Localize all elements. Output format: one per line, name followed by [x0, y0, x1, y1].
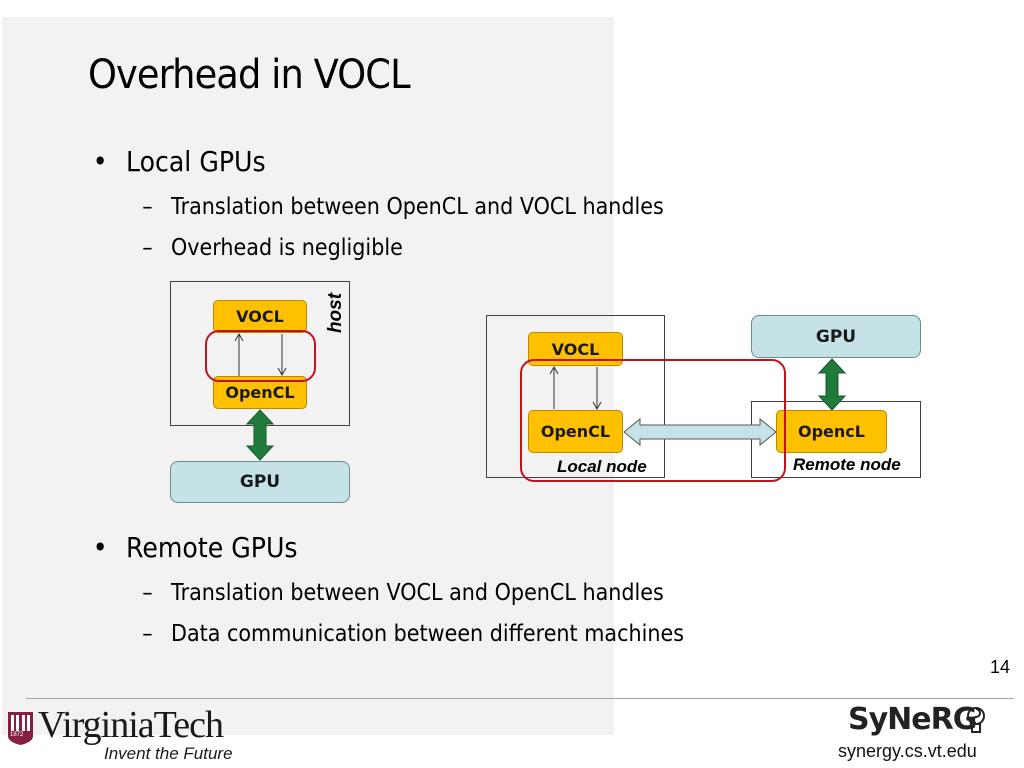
remote-local-opencl-box: OpenCL: [528, 410, 623, 453]
bullet-dot: •: [92, 531, 108, 564]
sub-bullet: – Overhead is negligible: [142, 235, 403, 261]
vt-shield-icon: 1872: [8, 712, 33, 745]
vt-logo-wordmark: VirginiaTech: [38, 704, 224, 746]
bullet-remote-gpus: • Remote GPUs: [93, 531, 298, 564]
local-up-arrow: [234, 332, 244, 376]
network-double-arrow: [623, 417, 777, 447]
bullet-dot: •: [92, 145, 108, 178]
sub-bullet: – Translation between VOCL and OpenCL ha…: [142, 580, 664, 606]
sub-bullet: – Data communication between different m…: [142, 621, 684, 647]
vt-tagline: Invent the Future: [104, 744, 233, 763]
bullet-label: Local GPUs: [126, 145, 266, 178]
sub-bullet-text: Translation between VOCL and OpenCL hand…: [171, 580, 664, 606]
remote-down-arrow: [592, 367, 602, 411]
bullet-local-gpus: • Local GPUs: [93, 145, 266, 178]
local-down-arrow: [277, 334, 287, 377]
local-green-double-arrow: [245, 409, 275, 461]
local-gpu-box: GPU: [170, 461, 350, 503]
sub-bullet-text: Data communication between different mac…: [171, 621, 684, 647]
slide-title: Overhead in VOCL: [88, 52, 411, 98]
lightbulb-icon: [966, 706, 986, 736]
local-node-label: Local node: [557, 457, 647, 476]
dash-glyph: –: [142, 621, 153, 647]
synerg-url: synergy.cs.vt.edu: [838, 741, 977, 761]
local-highlight-outline: [205, 330, 316, 382]
remote-up-arrow: [549, 365, 559, 409]
remote-node-label: Remote node: [793, 455, 901, 474]
dash-glyph: –: [142, 580, 153, 606]
sub-bullet-text: Translation between OpenCL and VOCL hand…: [171, 194, 664, 220]
page-number: 14: [990, 657, 1011, 677]
remote-green-double-arrow: [817, 358, 847, 411]
synerg-logo: SyNeRG: [848, 702, 977, 737]
remote-opencl-box: OpencL: [776, 410, 887, 453]
footer-divider: [26, 698, 1014, 699]
dash-glyph: –: [142, 194, 153, 220]
vt-shield-year: 1872: [10, 732, 24, 738]
remote-highlight-outline: [520, 359, 786, 482]
sub-bullet-text: Overhead is negligible: [171, 235, 403, 261]
remote-gpu-box: GPU: [751, 315, 921, 358]
dash-glyph: –: [142, 235, 153, 261]
bullet-label: Remote GPUs: [126, 531, 298, 564]
local-vocl-box: VOCL: [213, 300, 307, 333]
local-node-frame: [486, 315, 665, 478]
sub-bullet: – Translation between OpenCL and VOCL ha…: [142, 194, 664, 220]
